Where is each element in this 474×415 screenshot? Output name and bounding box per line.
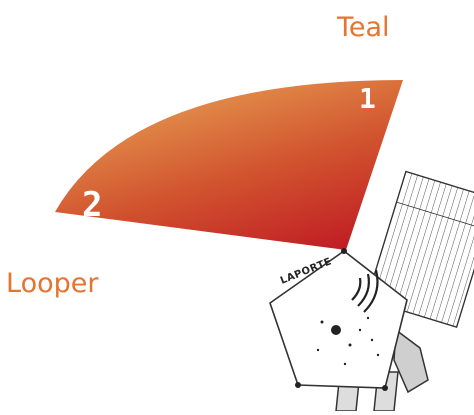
speaker-grille-icon: [351, 269, 379, 313]
zone-number-2: 2: [82, 185, 103, 225]
solar-panel-icon: [365, 170, 474, 328]
throw-sector: [55, 80, 403, 250]
zone-number-1: 1: [359, 82, 376, 115]
machine-head-icon: [269, 248, 408, 391]
label-teal: Teal: [337, 12, 390, 43]
label-looper: Looper: [6, 268, 99, 299]
